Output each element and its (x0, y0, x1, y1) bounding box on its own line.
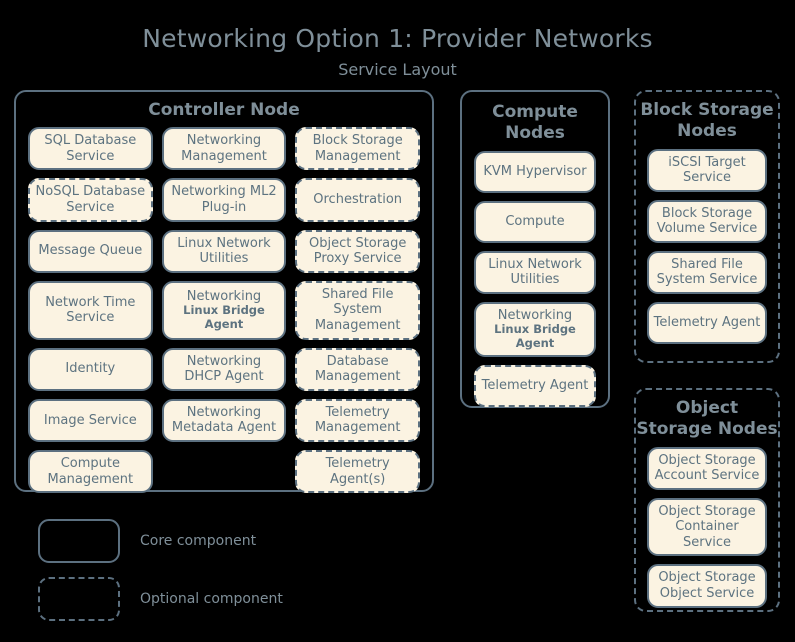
service-box-label: Block Storage Management (312, 133, 403, 164)
legend-label: Core component (140, 533, 257, 549)
service-box-label: Compute (505, 213, 565, 229)
service-box-label: Telemetry Agent (653, 315, 761, 331)
legend-item-core-component: Core component (38, 512, 368, 570)
service-box-networking-ml2-plug-in[interactable]: Networking ML2 Plug-in (161, 178, 287, 222)
service-box-database-management[interactable]: Database Management (295, 347, 420, 391)
service-box-label: Shared File System Service (656, 256, 758, 288)
legend-label: Optional component (140, 591, 283, 607)
service-box-label: NoSQL Database Service (35, 184, 146, 216)
service-box-orchestration[interactable]: Orchestration (295, 178, 420, 222)
service-box-label: Object Storage Container Service (658, 503, 756, 550)
service-box-linux-network-utilities[interactable]: Linux Network Utilities (474, 250, 596, 294)
service-box-label: Block Storage Volume Service (656, 205, 758, 237)
service-box-label: Networking ML2 Plug-in (171, 184, 277, 216)
service-box-telemetry-management[interactable]: Telemetry Management (295, 398, 420, 442)
service-box-block-storage-management[interactable]: Block Storage Management (295, 127, 420, 171)
service-box-iscsi-target-service[interactable]: iSCSI Target Service (647, 148, 767, 192)
group-body-controller-node: SQL Database Service Networking Managemen… (16, 127, 432, 505)
service-box-label: iSCSI Target Service (668, 154, 746, 186)
service-box-sublabel: Linux Bridge Agent (183, 303, 265, 331)
service-box-compute[interactable]: Compute (474, 200, 596, 243)
group-title-compute-nodes: Compute Nodes (492, 102, 578, 144)
service-box-identity[interactable]: Identity (28, 347, 153, 391)
group-title-controller-node: Controller Node (148, 100, 300, 120)
service-box-networking-dhcp-agent[interactable]: Networking DHCP Agent (161, 347, 287, 391)
service-box-object-storage-proxy-service[interactable]: Object Storage Proxy Service (295, 229, 420, 273)
service-box-label: SQL Database Service (44, 133, 137, 164)
service-box-label: Telemetry Management (314, 404, 401, 436)
service-box-shared-file-system-service[interactable]: Shared File System Service (647, 250, 767, 295)
service-box-label: Database Management (314, 353, 401, 385)
service-box-label: Networking (497, 307, 573, 323)
service-box-label: Object Storage Object Service (658, 570, 756, 602)
service-box-label: Image Service (43, 412, 137, 428)
service-box-label: Object Storage Proxy Service (308, 235, 407, 267)
page-title: Networking Option 1: Provider Networks (142, 24, 653, 53)
service-box-label: Linux Network Utilities (488, 256, 582, 288)
service-box-label: Orchestration (313, 192, 403, 208)
service-box-networking-management[interactable]: Networking Management (161, 127, 287, 171)
service-box-label: Linux Network Utilities (177, 235, 271, 267)
group-object-storage-nodes: Object Storage Nodes Object Storage Acco… (634, 388, 780, 612)
service-box-label: Telemetry Agent (481, 378, 589, 394)
service-box-sublabel: Linux Bridge Agent (494, 322, 576, 351)
service-box-label: Networking DHCP Agent (184, 353, 264, 385)
service-box-label: Networking (186, 288, 262, 304)
group-title-block-storage-nodes: Block Storage Nodes (640, 100, 774, 142)
service-box-label: KVM Hypervisor (483, 163, 587, 179)
service-box-networking-metadata-agent[interactable]: Networking Metadata Agent (161, 398, 287, 442)
empty-cell (162, 450, 287, 493)
service-box-label: Identity (65, 361, 116, 377)
service-box-label: Telemetry Agent(s) (325, 455, 390, 487)
service-box-telemetry-agent-s[interactable]: Telemetry Agent(s) (295, 449, 420, 494)
service-box-object-storage-object-service[interactable]: Object Storage Object Service (647, 564, 767, 608)
service-box-block-storage-volume-service[interactable]: Block Storage Volume Service (647, 199, 767, 243)
service-box-label: Object Storage Account Service (654, 452, 760, 484)
service-box-image-service[interactable]: Image Service (28, 398, 153, 442)
service-box-label: Compute Management (47, 455, 134, 487)
service-box-label: Message Queue (38, 243, 143, 259)
service-box-object-storage-account-service[interactable]: Object Storage Account Service (647, 446, 767, 490)
page-subtitle: Service Layout (338, 60, 457, 79)
service-box-kvm-hypervisor[interactable]: KVM Hypervisor (474, 150, 596, 193)
service-box-nosql-database-service[interactable]: NoSQL Database Service (28, 178, 153, 222)
service-box-label: Network Time Service (45, 294, 136, 326)
legend-swatch-core (38, 519, 120, 563)
service-box-compute-management[interactable]: Compute Management (28, 449, 153, 494)
service-box-label: Networking Management (181, 133, 267, 164)
service-box-telemetry-agent[interactable]: Telemetry Agent (647, 302, 767, 345)
legend-item-optional-component: Optional component (38, 570, 368, 628)
legend-swatch-optional (38, 577, 120, 621)
service-box-message-queue[interactable]: Message Queue (28, 229, 153, 273)
service-box-network-time-service[interactable]: Network Time Service (28, 280, 153, 340)
group-block-storage-nodes: Block Storage Nodes iSCSI Target Service… (634, 90, 780, 363)
service-box-sql-database-service[interactable]: SQL Database Service (28, 127, 153, 171)
service-box-linux-network-utilities[interactable]: Linux Network Utilities (161, 229, 287, 273)
service-box-telemetry-agent[interactable]: Telemetry Agent (474, 364, 596, 407)
service-box-label: Shared File System Management (314, 286, 401, 333)
service-box-shared-file-system-management[interactable]: Shared File System Management (295, 280, 420, 340)
service-box-object-storage-container-service[interactable]: Object Storage Container Service (647, 497, 767, 557)
group-title-object-storage-nodes: Object Storage Nodes (636, 398, 778, 440)
service-box-label: Networking Metadata Agent (171, 404, 277, 436)
